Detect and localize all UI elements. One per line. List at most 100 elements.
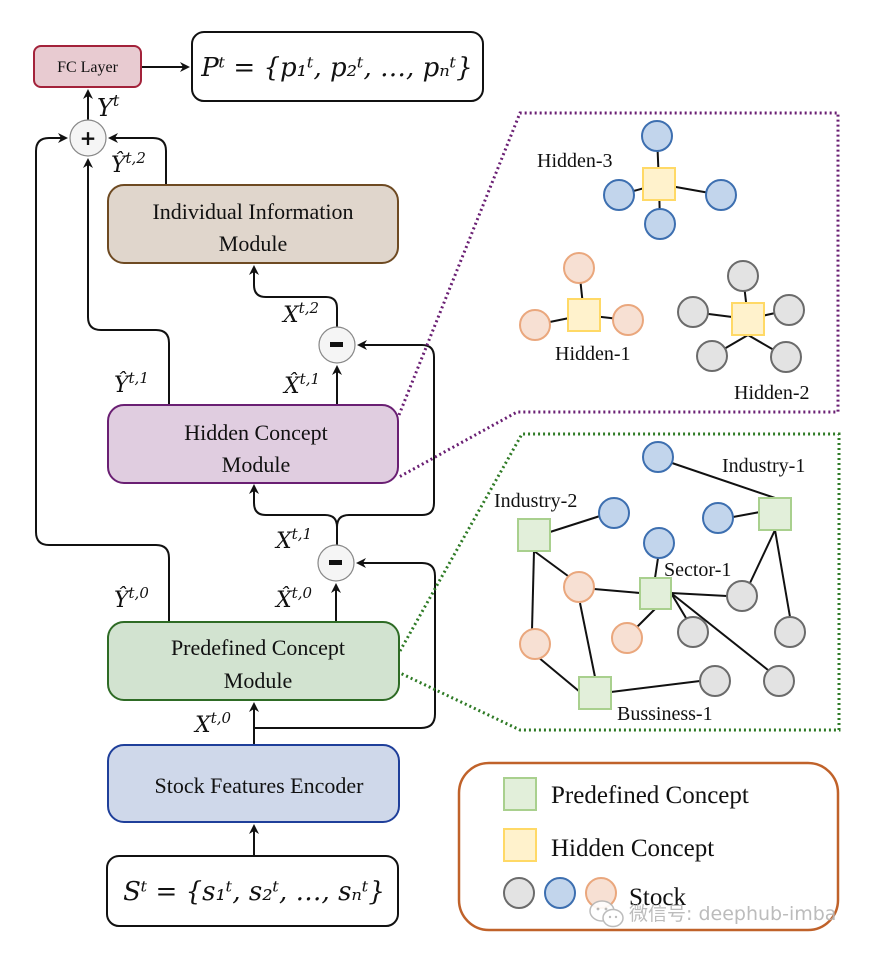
predefined-concept-module: Predefined Concept Module [107,621,400,701]
stock-node-gray [677,616,709,648]
output-set-box: Pᵗ = {p₁ᵗ, p₂ᵗ, …, pₙᵗ} [191,31,484,102]
predefined-module-line2: Module [224,668,292,693]
stock-node-blue [705,179,737,211]
plus-icon: + [80,126,97,150]
watermark-text: 微信号: deephub-imba [629,903,836,925]
stock-node-gray [699,665,731,697]
graph-edge [636,608,656,628]
flow-labels: Yt Ŷt,2 Xt,2 Ŷt,1 X̂t,1 Xt,1 Ŷt,0 X̂t,0 … [97,91,320,738]
legend-stock-blue-swatch [544,877,576,909]
arrow-xt1-to-hidden [249,484,338,545]
individual-information-module: Individual Information Module [107,184,399,264]
predefined-concept-node-industry-1 [758,497,792,531]
hidden-module-line1: Hidden Concept [184,420,328,445]
hidden-graph-1: Hidden-1 [519,252,644,365]
plus-operator: + [69,119,107,157]
stock-node-gray [774,616,806,648]
stock-node-blue [702,502,734,534]
input-set-rect [106,855,399,927]
stock-node-blue [641,120,673,152]
legend-hidden-swatch [503,828,537,862]
label-y-t: Yt [97,91,120,122]
bussiness-1-label: Bussiness-1 [617,703,713,725]
label-yhat-t0: Ŷt,0 [114,584,149,613]
stock-node-gray [727,260,759,292]
hidden-concept-node [642,167,676,201]
wechat-icon [589,900,624,928]
fc-layer-label: FC Layer [57,59,119,76]
stock-node-orange [611,622,643,654]
individual-module-line2: Module [219,231,287,256]
hidden-module-rect [107,404,399,484]
input-set-formula: Sᵗ = {s₁ᵗ, s₂ᵗ, …, sₙᵗ} [123,877,385,907]
predefined-module-rect [107,621,400,701]
graph-edge [549,515,601,533]
stock-features-encoder: Stock Features Encoder [107,744,400,823]
arrow-yhat1-to-plus [83,158,170,405]
industry-2-label: Industry-2 [494,490,577,512]
label-x-t0: Xt,0 [193,709,231,738]
fc-layer-box: FC Layer [33,45,142,88]
stock-node-blue [598,497,630,529]
predefined-concept-node-sector-1 [639,577,672,610]
hidden-graph-2: Hidden-2 [677,260,810,404]
graph-edge [610,680,701,693]
legend-stock-label: Stock [629,884,686,911]
predefined-concept-node-bussiness-1 [578,676,612,710]
minus-icon [330,342,343,347]
stock-node-gray [696,340,728,372]
legend-hidden-label: Hidden Concept [551,835,714,862]
label-x-t1: Xt,1 [274,525,312,554]
graph-edge [732,511,761,518]
hidden-2-label: Hidden-2 [734,382,810,404]
arrow-xt0-to-minus2 [254,558,436,729]
graph-edge [670,592,769,671]
flow-connections [35,62,436,856]
stock-node-gray [773,294,805,326]
legend-predefined-label: Predefined Concept [551,782,749,809]
graph-edge [537,656,581,693]
output-set-formula: Pᵗ = {p₁ᵗ, p₂ᵗ, …, pₙᵗ} [200,53,472,83]
stock-node-gray [726,580,758,612]
hidden-module-line2: Module [222,452,290,477]
stock-node-orange [563,571,595,603]
arrow-xt1-to-minus1 [336,340,435,528]
sector-1-label: Sector-1 [664,559,731,581]
industry-1-label: Industry-1 [722,455,805,477]
label-xhat-t1: X̂t,1 [282,370,320,399]
hidden-concept-node [567,298,601,332]
hidden-concept-node [731,302,765,336]
stock-node-orange [612,304,644,336]
arrow-yhat2-to-plus [108,133,167,185]
graph-edge [654,557,659,579]
minus-icon [329,560,342,565]
individual-module-rect [107,184,399,264]
stock-node-gray [770,341,802,373]
stock-node-gray [763,665,795,697]
stock-node-orange [563,252,595,284]
predefined-concept-node-industry-2 [517,518,551,552]
graph-edge [533,550,569,577]
minus-operator-2 [317,544,355,582]
graph-edge [774,529,791,618]
arrow-yhat0-to-plus [35,133,170,622]
hidden-concept-module: Hidden Concept Module [107,404,399,484]
arrow-xt2-to-individual [249,265,338,327]
plus-circle [69,119,107,157]
legend-stock-gray-swatch [503,877,535,909]
graph-edge [749,529,776,584]
hidden-graph-3: Hidden-3 [537,120,737,240]
output-set-rect [191,31,484,102]
stock-node-blue [642,441,674,473]
watermark: 微信号: deephub-imba [589,900,836,928]
stock-node-gray [677,296,709,328]
graph-edge [593,588,641,594]
fc-layer-rect [33,45,142,88]
label-x-t2: Xt,2 [281,299,319,328]
minus-operator-1 [318,326,356,364]
individual-module-line1: Individual Information [152,199,353,224]
encoder-label: Stock Features Encoder [155,773,365,798]
graph-edge [670,592,687,619]
stock-node-blue [644,208,676,240]
